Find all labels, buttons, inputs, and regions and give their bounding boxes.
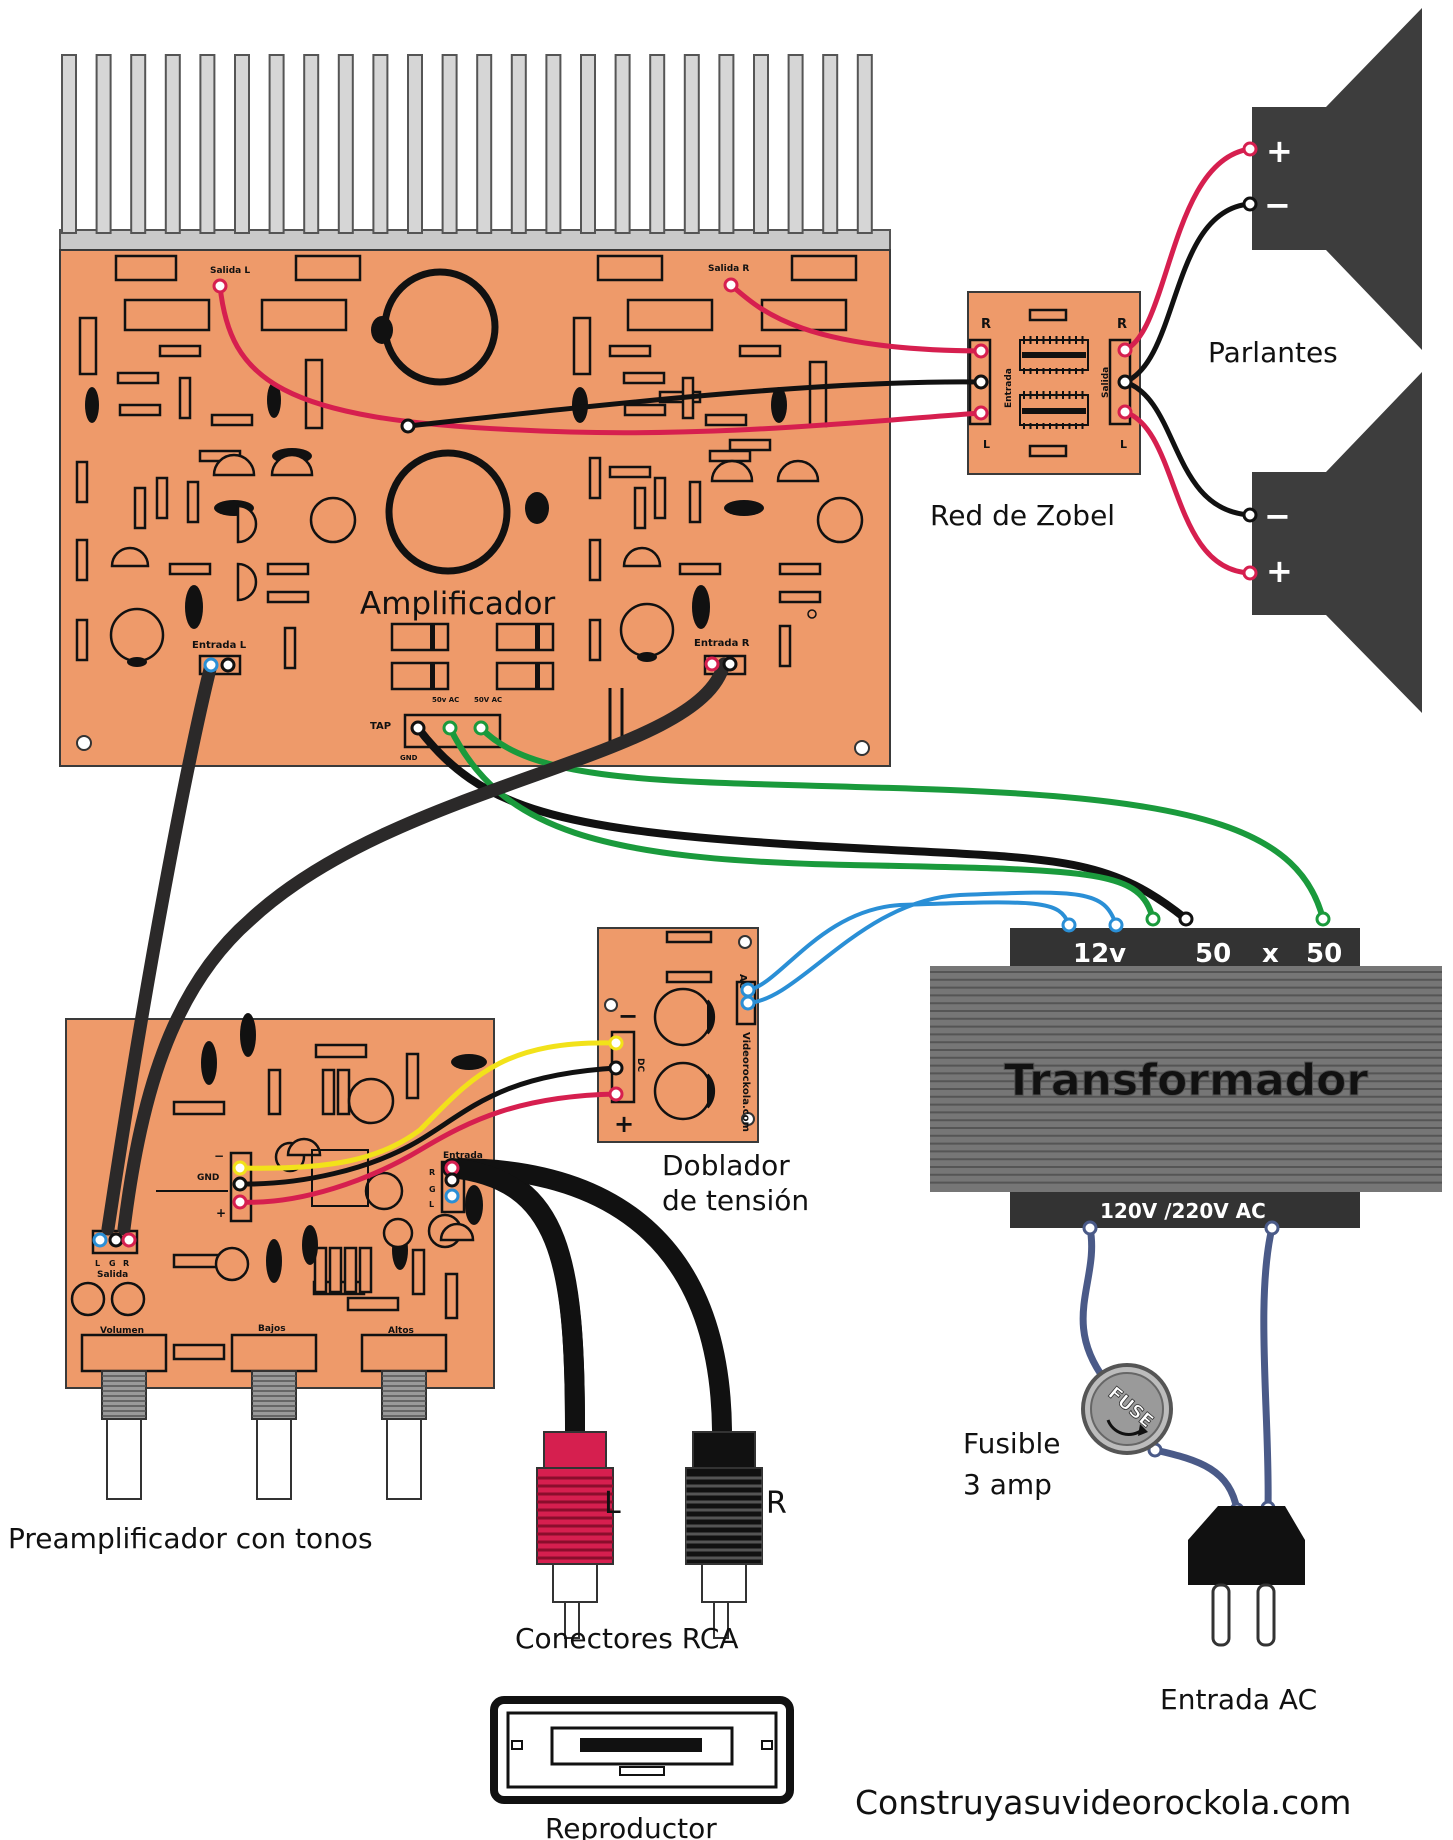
gnd-label: GND — [400, 754, 418, 762]
amplifier-board: Amplificador Salida L Salida R Entrada L… — [59, 249, 1086, 767]
website-label: Construyasuvideorockola.com — [855, 1783, 1351, 1822]
heatsink — [59, 54, 891, 253]
tap-12v: 12v — [1073, 939, 1126, 969]
preamp-out-l: L — [95, 1259, 100, 1268]
preamp-plus: + — [216, 1206, 226, 1220]
entrada-r-label: Entrada R — [694, 638, 750, 649]
transformer-label: Transformador — [1004, 1055, 1368, 1106]
transformer: Transformador 12v 50 x 50 120V /220V AC — [930, 928, 1442, 1228]
zobel-entrada: Entrada — [1004, 368, 1014, 408]
treble-pot — [360, 1333, 448, 1500]
ac-input-label: Entrada AC — [1160, 1683, 1317, 1716]
fuse-label-2: 3 amp — [963, 1468, 1052, 1501]
rectifier-diodes — [390, 622, 555, 691]
entrada-l-label: Entrada L — [192, 640, 247, 651]
transformer-input-label: 120V /220V AC — [1100, 1199, 1266, 1223]
doubler-plus: + — [614, 1110, 634, 1138]
volume-pot — [80, 1333, 168, 1500]
preamp-entrada: Entrada — [443, 1151, 483, 1161]
filter-capacitor-bottom — [385, 449, 549, 575]
preamp-volumen: Volumen — [100, 1326, 144, 1336]
preamp-bajos: Bajos — [258, 1324, 286, 1334]
speaker-top-plus: + — [1266, 132, 1293, 170]
rca-l-label: L — [604, 1486, 621, 1521]
preamp-board: Volumen Bajos Altos GND − + Entrada R G … — [65, 1013, 495, 1500]
zobel-salida: Salida — [1101, 367, 1111, 398]
ac1-label: 50v AC — [432, 696, 459, 704]
player — [490, 1696, 794, 1804]
tap-50-b: 50 — [1306, 939, 1342, 969]
speaker-bottom-plus: + — [1266, 552, 1293, 590]
doubler-ac: AC — [737, 974, 748, 989]
doubler-label-2: de tensión — [662, 1184, 809, 1217]
amplifier-label: Amplificador — [360, 586, 556, 622]
rca-r-connector — [685, 1431, 763, 1639]
salida-r-label: Salida R — [708, 264, 749, 274]
preamp-salida: Salida — [97, 1270, 128, 1280]
zobel-l-left: L — [983, 438, 990, 451]
preamp-out-g: G — [109, 1259, 116, 1268]
player-label: Reproductor — [545, 1812, 717, 1840]
parlantes-label: Parlantes — [1208, 336, 1338, 369]
speaker-bottom: − + — [1252, 372, 1422, 713]
zobel-board: R R L L Entrada Salida Red de Zobel — [930, 291, 1141, 532]
zobel-l-right: L — [1120, 438, 1127, 451]
preamp-in-r: R — [429, 1168, 435, 1177]
ac2-label: 50V AC — [474, 696, 502, 704]
preamp-altos: Altos — [388, 1326, 414, 1336]
doubler-board: AC DC − + Videorockola.com — [597, 927, 759, 1143]
fuse-label-1: Fusible — [963, 1427, 1060, 1460]
doubler-brand: Videorockola.com — [740, 1032, 751, 1132]
tap-label: TAP — [370, 721, 391, 732]
rca-label: Conectores RCA — [515, 1622, 739, 1655]
preamp-in-g: G — [429, 1185, 436, 1194]
preamp-gnd: GND — [197, 1173, 219, 1183]
preamp-label: Preamplificador con tonos — [8, 1522, 373, 1555]
doubler-minus: − — [618, 1002, 638, 1030]
rca-l-connector — [536, 1431, 614, 1639]
speaker-bottom-minus: − — [1264, 497, 1291, 535]
doubler-label-1: Doblador — [662, 1149, 790, 1182]
zobel-r-right: R — [1117, 317, 1127, 332]
filter-capacitor-top — [371, 268, 499, 386]
bass-pot — [230, 1333, 318, 1500]
fuse: FUSE — [1081, 1363, 1173, 1455]
preamp-out-r: R — [123, 1259, 129, 1268]
preamp-in-l: L — [429, 1200, 434, 1209]
speaker-top: + − — [1252, 8, 1422, 350]
rca-r-label: R — [766, 1486, 787, 1521]
zobel-r-left: R — [981, 317, 991, 332]
preamp-minus: − — [214, 1149, 224, 1163]
salida-l-label: Salida L — [210, 266, 250, 276]
ac-plug — [1188, 1506, 1305, 1647]
tap-50-a: 50 — [1195, 939, 1231, 969]
tap-x: x — [1262, 939, 1279, 969]
zobel-label: Red de Zobel — [930, 499, 1115, 532]
wires — [101, 146, 1326, 1514]
speaker-top-minus: − — [1264, 186, 1291, 224]
doubler-dc: DC — [635, 1058, 645, 1072]
